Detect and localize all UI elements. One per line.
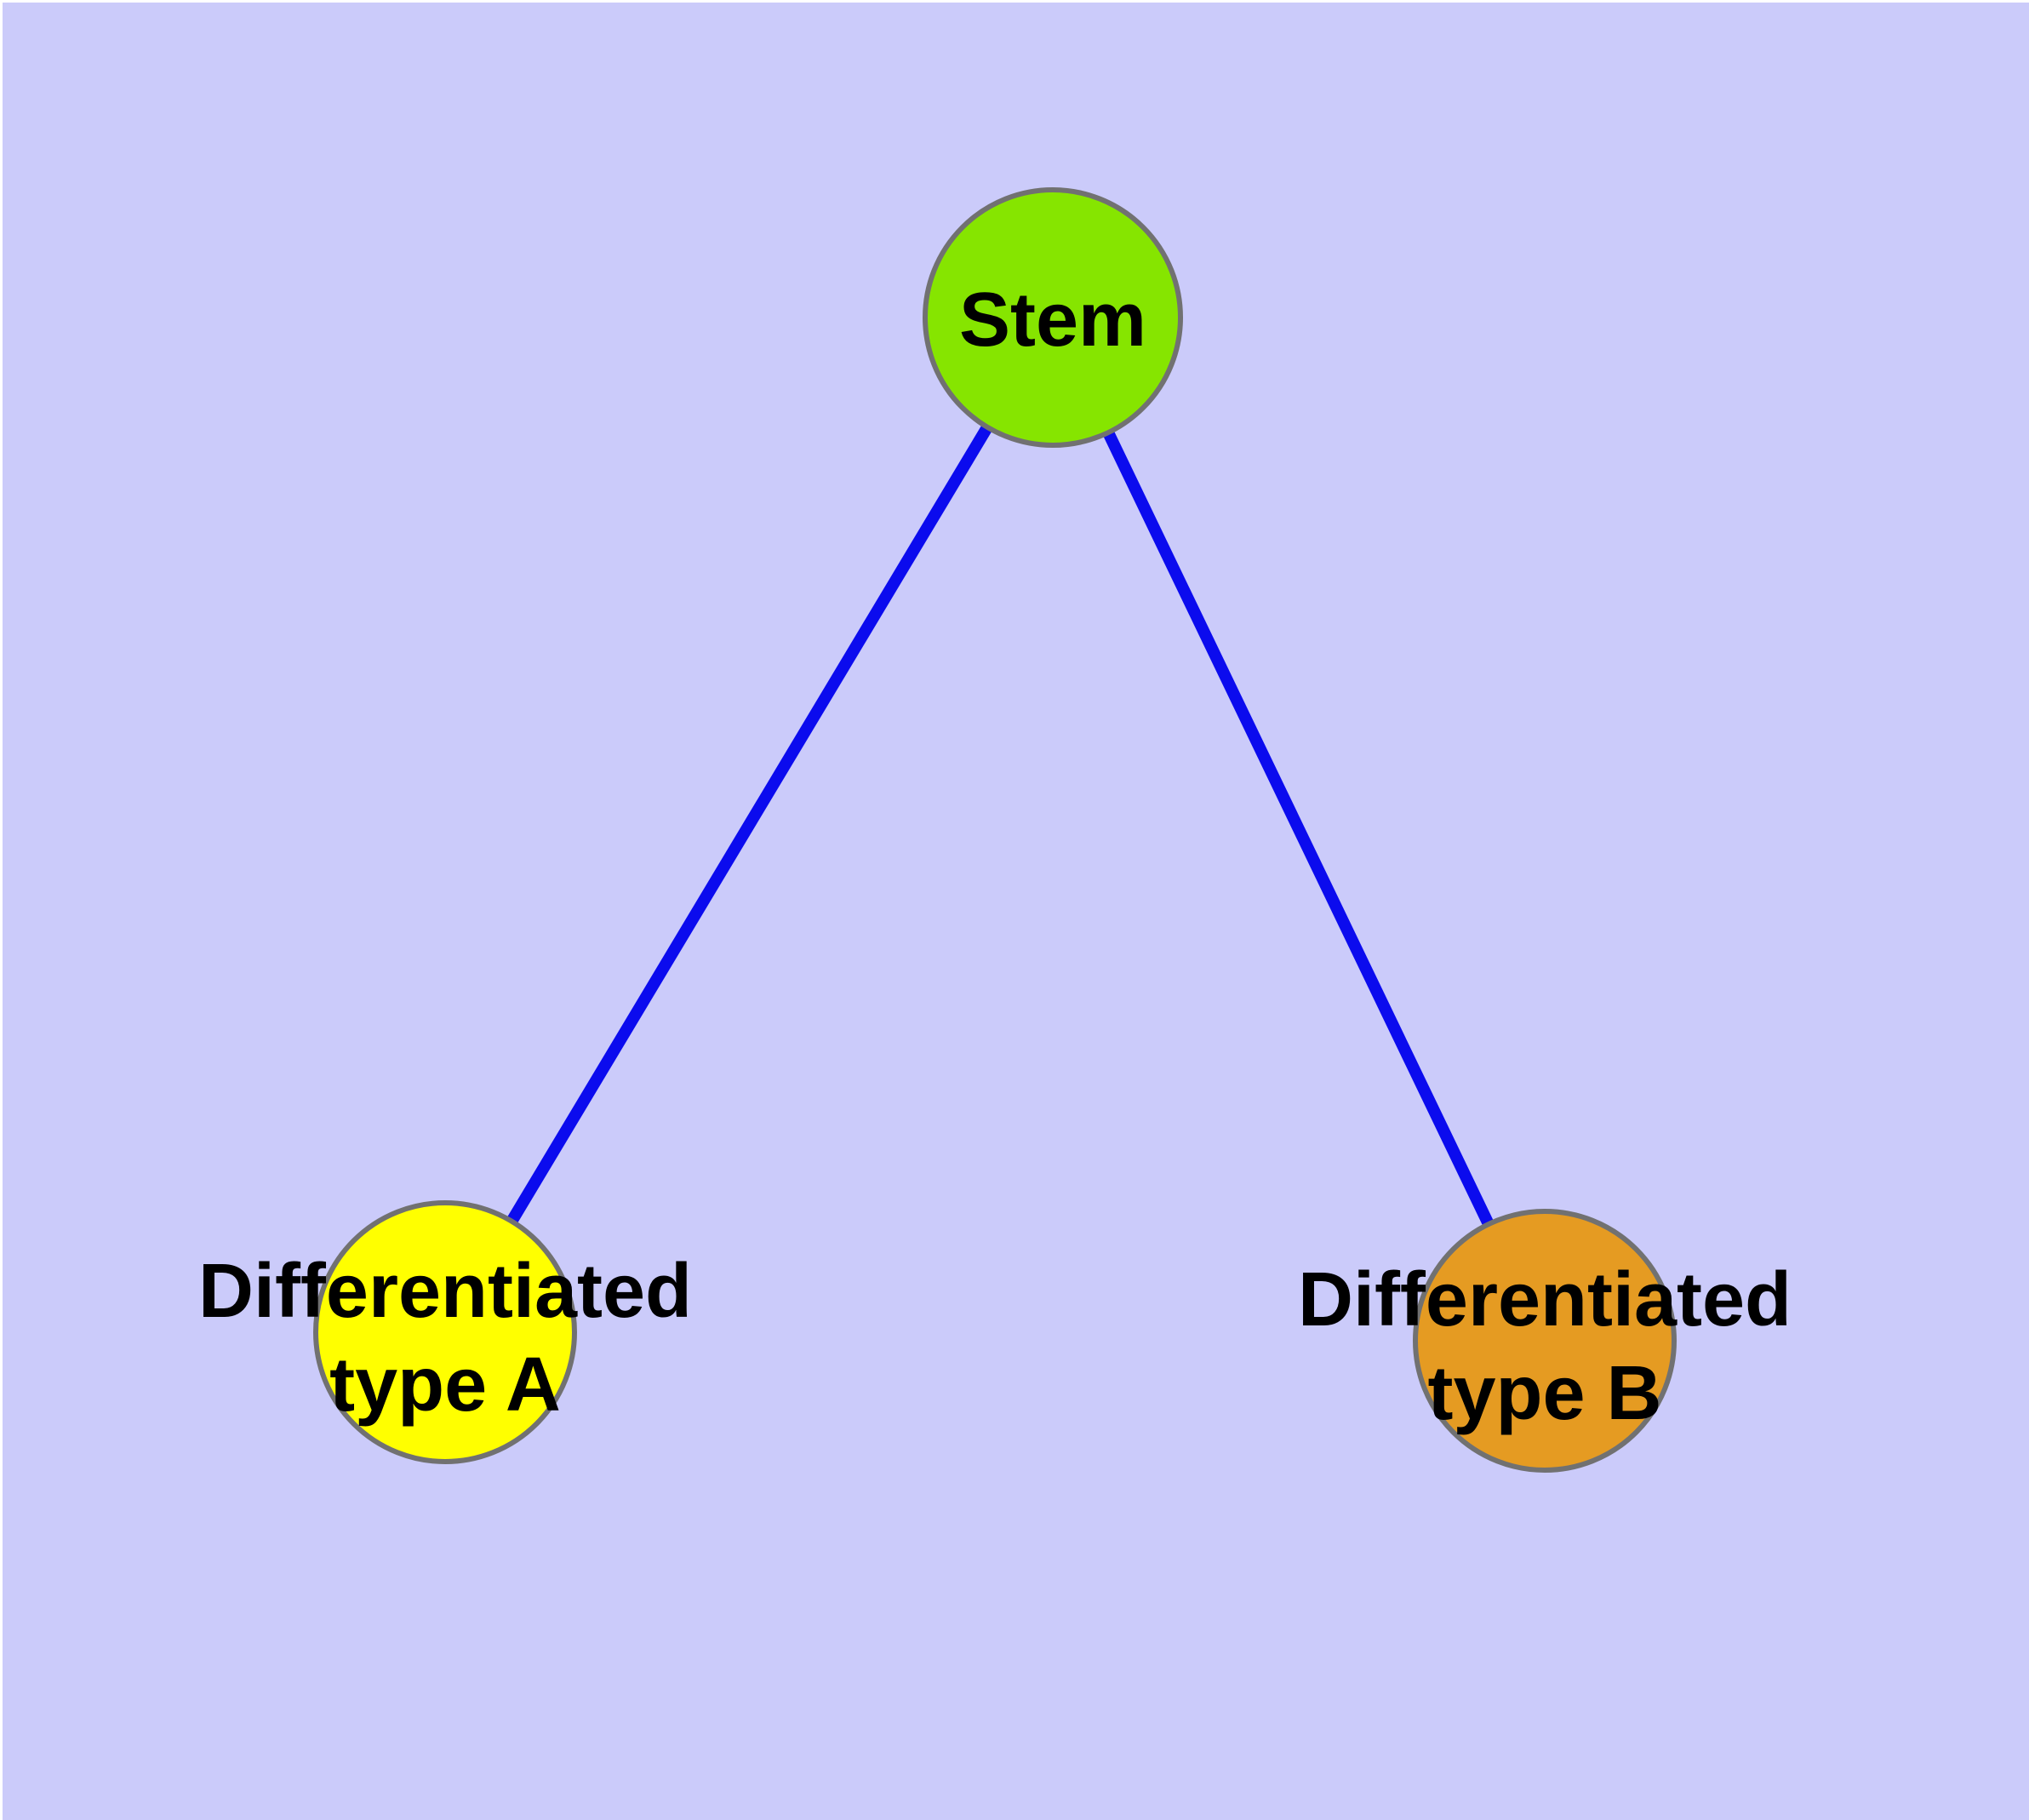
node-type-a-circle: [313, 1200, 577, 1464]
node-type-b-label-line1: Differentiated: [1298, 1257, 1792, 1342]
edge-stem-to-type-a: [506, 424, 993, 1225]
node-type-b-circle: [1413, 1209, 1677, 1473]
node-type-a-label-line2: type A: [329, 1342, 561, 1428]
node-stem-label: Stem: [959, 278, 1146, 363]
node-stem-circle: [923, 187, 1183, 448]
node-type-a-label-line1: Differentiated: [198, 1249, 692, 1334]
node-type-b-label-line2: type B: [1427, 1351, 1661, 1436]
edge-stem-to-type-b: [1102, 429, 1495, 1228]
